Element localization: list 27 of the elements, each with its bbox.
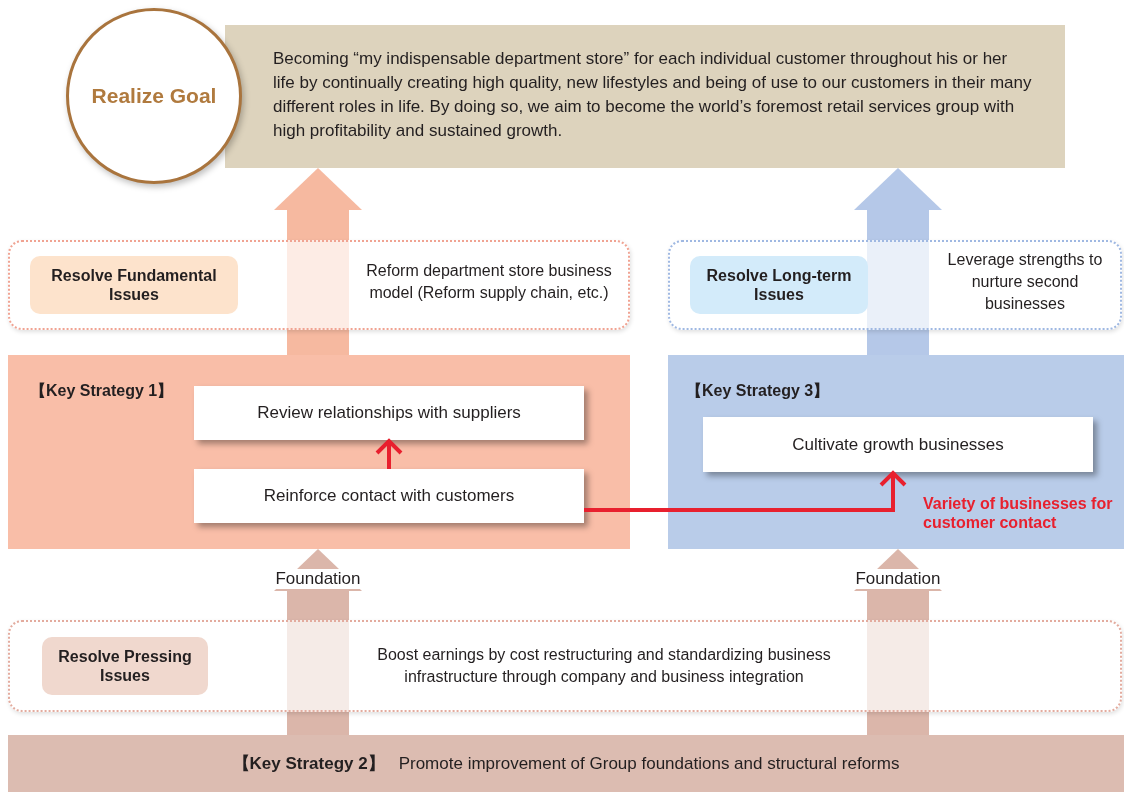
strategy-panel: [668, 355, 1124, 549]
strategy-heading: 【Key Strategy 2】: [232, 753, 385, 775]
goal-statement: Becoming “my indispensable department store” for each individual customer throughout his or her life by continually creating high quality, new lifestyles and being of use to our customers in their many different roles in life. By doing so, we aim to become the world’s foremost retail services group with high profitability and sustained growth.: [273, 48, 1033, 142]
strategy-panel: [8, 355, 630, 549]
issue-text: Reform department store business model (Reform supply chain, etc.): [365, 261, 613, 303]
strategy-text: Promote improvement of Group foundations and structural reforms: [398, 753, 900, 774]
goal-banner: [225, 25, 1065, 168]
issue-tag: Resolve Pressing Issues: [42, 637, 208, 695]
strategy-heading: 【Key Strategy 1】: [30, 381, 175, 401]
issue-band: [8, 620, 1122, 712]
issue-text: Boost earnings by cost restructuring and standardizing business infrastructure through company and business integration: [376, 645, 832, 687]
goal-circle: Realize Goal: [66, 8, 242, 184]
arrow: [584, 471, 907, 512]
issue-band: [8, 240, 630, 330]
strategy-item: Review relationships with suppliers: [194, 386, 584, 440]
edge-label: Foundation: [273, 569, 363, 589]
arrow: [375, 439, 403, 469]
edge-label: Foundation: [853, 569, 943, 589]
issue-band: [668, 240, 1122, 330]
issue-tag: Resolve Long-term Issues: [690, 256, 868, 314]
strategy-item: Cultivate growth businesses: [703, 417, 1093, 472]
strategy-item: Reinforce contact with customers: [194, 469, 584, 523]
strategy-bar: [8, 735, 1124, 792]
edge-label: Variety of businesses for customer contact: [922, 494, 1114, 532]
issue-tag: Resolve Fundamental Issues: [30, 256, 238, 314]
strategy-heading: 【Key Strategy 3】: [686, 381, 831, 401]
issue-text: Leverage strengths to nurture second businesses: [946, 250, 1104, 314]
